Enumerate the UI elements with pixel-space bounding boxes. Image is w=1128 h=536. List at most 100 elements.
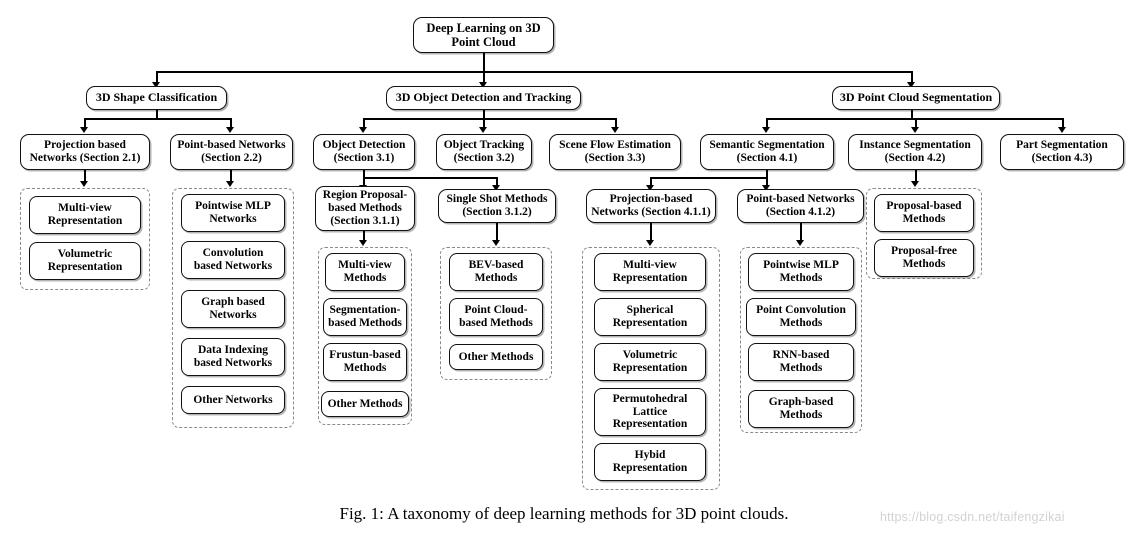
group-projection-based-networks-leaves — [20, 188, 150, 290]
connector-level1-bus — [156, 71, 911, 73]
leaf-node: Graph-based Methods — [748, 390, 854, 428]
connector-pbn21-down — [84, 170, 86, 182]
connector-pcs-m — [915, 118, 917, 128]
leaf-node: Graph based Networks — [181, 290, 285, 328]
connector-odt-bus — [363, 118, 616, 120]
leaf-node: BEV-based Methods — [449, 253, 543, 291]
leaf-node: Multi-view Representation — [29, 196, 141, 234]
arrow-od-r — [492, 185, 500, 191]
connector-ptseg-down — [800, 223, 802, 241]
leaf-node: Permutohedral Lattice Representation — [594, 388, 706, 436]
connector-ss-r — [766, 177, 768, 186]
node-instance-segmentation: Instance Segmentation (Section 4.2) — [848, 134, 982, 170]
connector-pcs-l — [766, 118, 768, 128]
node-semantic-segmentation: Semantic Segmentation (Section 4.1) — [700, 134, 834, 170]
leaf-node: Other Networks — [181, 386, 285, 414]
connector-rp-down — [363, 231, 365, 241]
connector-pcs-r — [1062, 118, 1064, 128]
connector-sc-bus — [84, 118, 231, 120]
group-single-shot-leaves — [440, 247, 552, 380]
connector-od-l — [363, 177, 365, 186]
connector-pcs-down — [911, 110, 913, 119]
group-point-based-seg-leaves — [740, 247, 862, 433]
connector-l1-drop-right — [911, 71, 913, 83]
node-projection-based-networks: Projection based Networks (Section 2.1) — [20, 134, 150, 170]
arrow-sshot — [492, 240, 500, 246]
connector-odt-m — [483, 118, 485, 128]
node-3d-object-detection-and-tracking: 3D Object Detection and Tracking — [386, 86, 581, 110]
node-3d-point-cloud-segmentation: 3D Point Cloud Segmentation — [832, 86, 1000, 110]
connector-pbn22-down — [230, 170, 232, 182]
group-point-based-networks-leaves — [172, 188, 294, 428]
connector-odt-r — [615, 118, 617, 128]
arrow-l1-mid — [479, 82, 487, 88]
connector-od-r — [496, 177, 498, 186]
arrow-pcs-l — [762, 127, 770, 133]
arrow-is — [911, 181, 919, 187]
leaf-node: Proposal-based Methods — [874, 194, 974, 232]
figure-caption: Fig. 1: A taxonomy of deep learning meth… — [339, 504, 789, 523]
group-instance-segmentation-leaves — [866, 188, 982, 279]
arrow-odt-r — [611, 127, 619, 133]
node-part-segmentation: Part Segmentation (Section 4.3) — [1000, 134, 1124, 170]
leaf-node: Other Methods — [321, 391, 409, 417]
connector-ss-l — [650, 177, 652, 186]
arrow-sc-l — [80, 127, 88, 133]
connector-sshot-down — [496, 223, 498, 241]
arrow-l1-right — [907, 82, 915, 88]
connector-pcs-bus — [766, 118, 1062, 120]
connector-od-down — [363, 170, 365, 178]
arrow-pbn21 — [80, 181, 88, 187]
group-projection-based-seg-leaves — [582, 247, 720, 490]
leaf-node: Pointwise MLP Methods — [748, 253, 854, 291]
leaf-node: Convolution based Networks — [181, 241, 285, 279]
arrow-pbseg — [646, 240, 654, 246]
watermark-text: https://blog.csdn.net/taifengzikai — [880, 510, 1065, 524]
connector-l1-drop-mid — [483, 71, 485, 83]
connector-odt-l — [363, 118, 365, 128]
connector-ss-down — [766, 170, 768, 178]
leaf-node: Spherical Representation — [594, 298, 706, 336]
arrow-pcs-r — [1058, 127, 1066, 133]
connector-sc-down — [156, 110, 158, 119]
node-root: Deep Learning on 3D Point Cloud — [413, 17, 554, 53]
node-object-tracking: Object Tracking (Section 3.2) — [436, 134, 532, 170]
leaf-node: Frustun-based Methods — [323, 343, 407, 381]
node-scene-flow-estimation: Scene Flow Estimation (Section 3.3) — [549, 134, 681, 170]
leaf-node: Segmentation- based Methods — [323, 298, 407, 336]
group-region-proposal-leaves — [318, 247, 412, 425]
node-point-based-networks-seg: Point-based Networks (Section 4.1.2) — [737, 189, 864, 223]
arrow-odt-l — [359, 127, 367, 133]
arrow-odt-m — [479, 127, 487, 133]
leaf-node: Volumetric Representation — [594, 343, 706, 381]
leaf-node: Hybid Representation — [594, 443, 706, 481]
arrow-pbn22 — [226, 181, 234, 187]
leaf-node: RNN-based Methods — [748, 343, 854, 381]
arrow-sc-r — [226, 127, 234, 133]
node-single-shot-methods: Single Shot Methods (Section 3.1.2) — [438, 189, 556, 223]
connector-is-down — [915, 170, 917, 182]
arrow-ss-r — [762, 185, 770, 191]
connector-ss-bus — [650, 177, 767, 179]
leaf-node: Proposal-free Methods — [874, 239, 974, 277]
arrow-pcs-m — [911, 127, 919, 133]
node-point-based-networks: Point-based Networks (Section 2.2) — [170, 134, 293, 170]
arrow-rp — [359, 240, 367, 246]
leaf-node: Pointwise MLP Networks — [181, 194, 285, 232]
connector-sc-l — [84, 118, 86, 128]
leaf-node: Other Methods — [449, 344, 543, 370]
leaf-node: Point Convolution Methods — [746, 298, 856, 336]
connector-l1-drop-left — [156, 71, 158, 83]
node-projection-based-networks-seg: Projection-based Networks (Section 4.1.1… — [586, 189, 716, 223]
connector-root-down — [483, 53, 485, 72]
arrow-ss-l — [646, 185, 654, 191]
leaf-node: Point Cloud- based Methods — [449, 298, 543, 336]
leaf-node: Data Indexing based Networks — [181, 338, 285, 376]
connector-odt-down — [483, 110, 485, 119]
leaf-node: Multi-view Representation — [594, 253, 706, 291]
node-object-detection: Object Detection (Section 3.1) — [313, 134, 415, 170]
arrow-l1-left — [152, 82, 160, 88]
arrow-ptseg — [796, 240, 804, 246]
connector-od-bus — [363, 177, 497, 179]
